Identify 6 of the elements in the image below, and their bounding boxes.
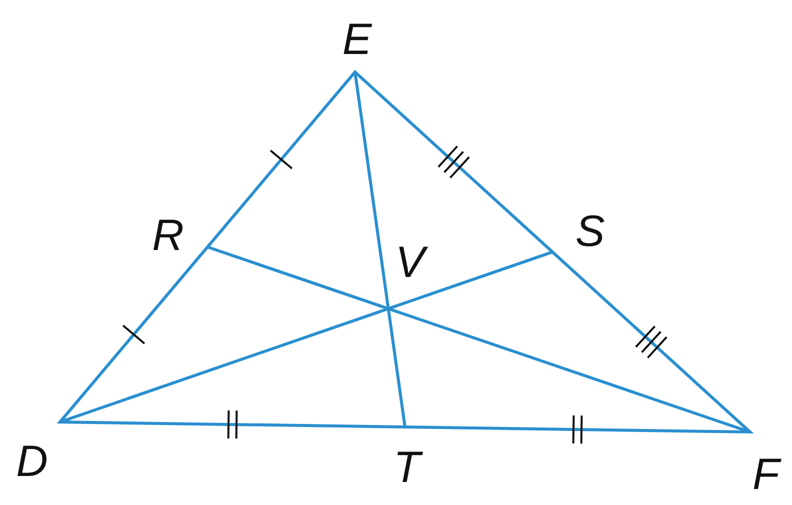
point-label: S xyxy=(575,210,605,254)
point-label: E xyxy=(342,18,372,62)
point-label: T xyxy=(394,446,420,490)
point-label: F xyxy=(752,453,780,497)
point-label: D xyxy=(16,440,48,484)
point-label: R xyxy=(152,214,184,258)
